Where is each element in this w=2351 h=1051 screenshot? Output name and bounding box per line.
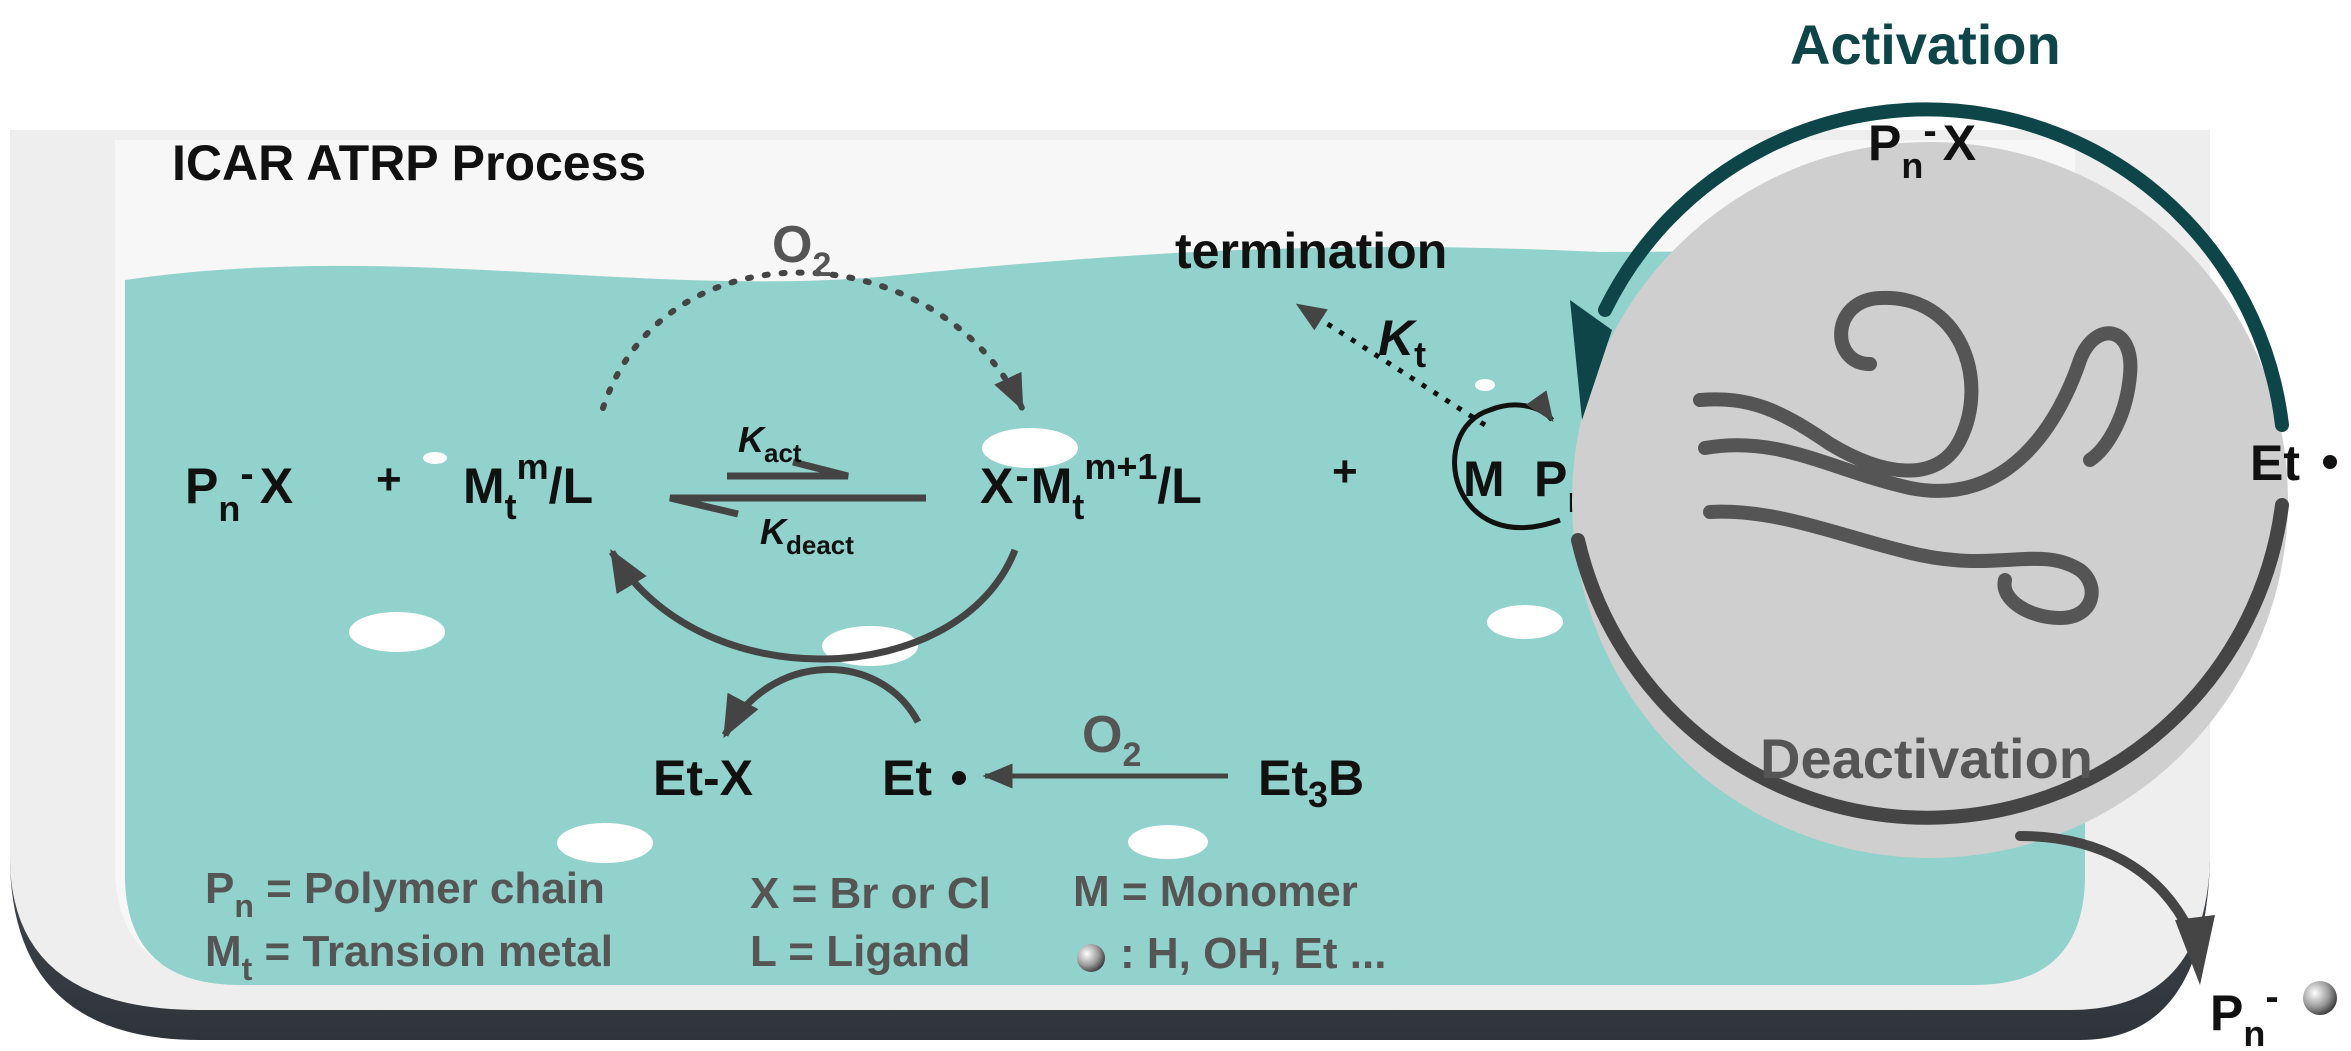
et-x-product: Et-X — [653, 750, 753, 806]
dormant-chain: Pn-X — [185, 452, 293, 529]
legend-mt: Mt = Transion metal — [205, 927, 613, 987]
dormant-chain-circle: Pn-X — [1868, 109, 1976, 186]
legend-ball-icon — [1077, 944, 1105, 972]
plus-sign: + — [376, 455, 402, 504]
product-exit-arrow — [2015, 831, 2195, 937]
k-act-label: Kact — [738, 419, 802, 468]
legend: Pn = Polymer chain Mt = Transion metal X… — [205, 864, 1386, 987]
end-capped-product: Pn- — [2210, 975, 2279, 1051]
activation-arrowhead — [1570, 300, 1612, 420]
activation-deactivation-circle: Activation Deactivation Pn-X Et Pn- — [1570, 13, 2337, 1051]
diagram-title: ICAR ATRP Process — [172, 135, 646, 191]
polymer-chain — [1698, 326, 2138, 498]
legend-m: M = Monomer — [1073, 867, 1358, 916]
plus-sign: + — [1332, 447, 1358, 496]
regeneration-arc-lower — [721, 666, 922, 739]
et3b-initiator: Et3B — [1258, 750, 1364, 815]
o2-bottom-label: O2 — [1082, 706, 1141, 774]
bubble — [349, 612, 445, 652]
termination-label: termination — [1175, 223, 1447, 279]
k-deact-label: Kdeact — [760, 511, 854, 560]
et-radical-label: Et — [882, 750, 932, 806]
bubble — [1487, 605, 1563, 639]
polymer-chain — [1703, 504, 2099, 626]
termination-dotted-arrow — [1295, 302, 1487, 428]
legend-l: L = Ligand — [750, 927, 970, 976]
legend-x: X = Br or Cl — [750, 869, 991, 918]
propagation-loop-arrow — [1452, 390, 1561, 530]
product-exit-arrowhead — [2175, 915, 2215, 985]
bubble — [423, 452, 447, 464]
bubbles — [349, 379, 1563, 863]
bubble — [1128, 825, 1208, 859]
activation-half-arrow — [727, 458, 849, 480]
polymer-chain — [1693, 290, 1979, 478]
deactivation-half-arrow — [669, 494, 926, 518]
activation-label: Activation — [1790, 13, 2061, 76]
radical-dot — [952, 771, 966, 785]
metal-high-oxidation: X-Mtm+1/L — [980, 446, 1202, 527]
o2-top-label: O2 — [772, 216, 831, 284]
bubble — [982, 428, 1078, 468]
et-radical-circle-label: Et — [2250, 435, 2300, 491]
radical-dot — [2323, 455, 2337, 469]
metal-low-oxidation: Mtm/L — [463, 446, 593, 527]
k-t-label: Kt — [1378, 310, 1426, 375]
deactivation-arc — [1571, 498, 2289, 825]
legend-pn: Pn = Polymer chain — [205, 864, 605, 924]
circle-background — [1572, 142, 2288, 858]
deactivation-label: Deactivation — [1760, 727, 2093, 790]
polymer-chains — [1693, 290, 2138, 626]
bubble — [1475, 379, 1495, 391]
bubble — [557, 823, 653, 863]
legend-ball: : H, OH, Et ... — [1120, 929, 1386, 978]
activation-arc — [1598, 102, 2289, 432]
end-group-ball — [2303, 981, 2337, 1015]
regeneration-arc-upper — [608, 548, 1019, 663]
monomer-label: M — [1463, 451, 1505, 507]
